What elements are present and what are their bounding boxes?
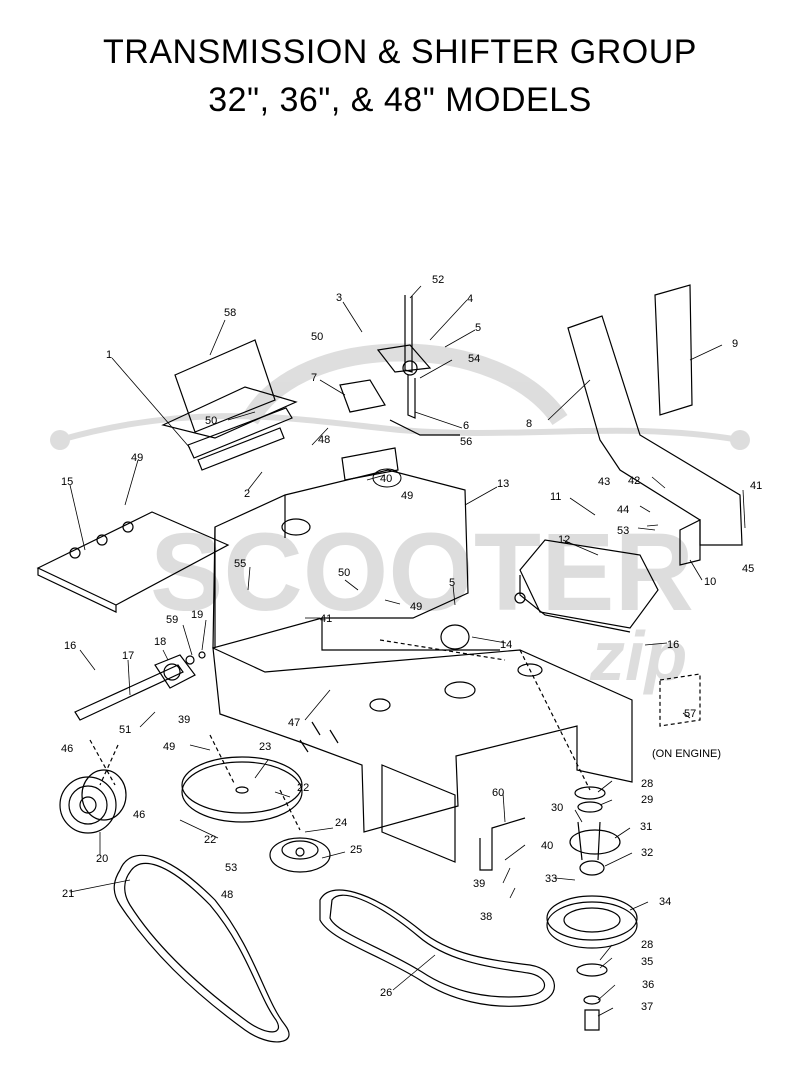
callout-45: 45 — [742, 563, 754, 575]
callout-8: 8 — [526, 418, 532, 430]
callout-2: 2 — [244, 488, 250, 500]
callout-23: 23 — [259, 741, 271, 753]
callout-52: 52 — [432, 274, 444, 286]
callout-49c: 49 — [410, 601, 422, 613]
callout-34: 34 — [659, 896, 671, 908]
callout-48a: 48 — [318, 434, 330, 446]
callout-6: 6 — [463, 420, 469, 432]
callout-26: 26 — [380, 987, 392, 999]
callout-38: 38 — [480, 911, 492, 923]
callout-36: 36 — [642, 979, 654, 991]
callout-labels: 1 2 3 4 5 52 54 6 56 7 50 48 58 50 8 9 4… — [61, 274, 762, 1013]
callout-7: 7 — [311, 372, 317, 384]
callout-56: 56 — [460, 436, 472, 448]
callout-49d: 49 — [163, 741, 175, 753]
watermark-subtext: zip — [589, 617, 687, 695]
callout-44: 44 — [617, 504, 629, 516]
callout-28a: 28 — [641, 778, 653, 790]
callout-49a: 49 — [131, 452, 143, 464]
callout-41b: 41 — [320, 613, 332, 625]
callout-24: 24 — [335, 817, 347, 829]
callout-32: 32 — [641, 847, 653, 859]
callout-9: 9 — [732, 338, 738, 350]
callout-46a: 46 — [61, 743, 73, 755]
callout-53a: 53 — [617, 525, 629, 537]
callout-21: 21 — [62, 888, 74, 900]
callout-16b: 16 — [64, 640, 76, 652]
callout-14: 14 — [500, 639, 512, 651]
callout-58: 58 — [224, 307, 236, 319]
callout-33: 33 — [545, 873, 557, 885]
callout-17: 17 — [122, 650, 134, 662]
callout-40b: 40 — [541, 840, 553, 852]
callout-43: 43 — [598, 476, 610, 488]
callout-39a: 39 — [178, 714, 190, 726]
callout-54: 54 — [468, 353, 480, 365]
callout-53b: 53 — [225, 862, 237, 874]
callout-31: 31 — [640, 821, 652, 833]
diagram-title-line-1: TRANSMISSION & SHIFTER GROUP — [103, 33, 697, 71]
watermark-text: SCOOTER — [150, 511, 694, 634]
leader-lines — [69, 285, 746, 1017]
callout-22b: 22 — [204, 834, 216, 846]
callout-5b: 5 — [449, 577, 455, 589]
callout-11: 11 — [550, 491, 561, 503]
diagram-title-line-2: 32", 36", & 48" MODELS — [208, 81, 592, 119]
callout-46b: 46 — [133, 809, 145, 821]
callout-20: 20 — [96, 853, 108, 865]
callout-40a: 40 — [380, 473, 392, 485]
callout-50a: 50 — [311, 331, 323, 343]
callout-3: 3 — [336, 292, 342, 304]
callout-19: 19 — [191, 609, 203, 621]
callout-15: 15 — [61, 476, 73, 488]
callout-1: 1 — [106, 349, 112, 361]
callout-50c: 50 — [338, 567, 350, 579]
callout-30: 30 — [551, 802, 563, 814]
callout-25: 25 — [350, 844, 362, 856]
callout-28b: 28 — [641, 939, 653, 951]
callout-57: 57 — [684, 708, 696, 720]
callout-60: 60 — [492, 787, 504, 799]
callout-37: 37 — [641, 1001, 653, 1013]
line-art — [36, 284, 743, 1043]
callout-16a: 16 — [667, 639, 679, 651]
callout-35: 35 — [641, 956, 653, 968]
callout-50b: 50 — [205, 415, 217, 427]
callout-40-circle — [372, 468, 402, 488]
callout-55: 55 — [234, 558, 246, 570]
callout-48b: 48 — [221, 889, 233, 901]
callout-51: 51 — [119, 724, 131, 736]
callout-5: 5 — [475, 322, 481, 334]
callout-29: 29 — [641, 794, 653, 806]
callout-12: 12 — [558, 534, 570, 546]
callout-22a: 22 — [297, 782, 309, 794]
callout-18: 18 — [154, 636, 166, 648]
note-on-engine: (ON ENGINE) — [652, 748, 721, 760]
callout-4: 4 — [467, 293, 473, 305]
callout-47: 47 — [288, 717, 300, 729]
callout-41a: 41 — [750, 480, 762, 492]
callout-49b: 49 — [401, 490, 413, 502]
callout-13: 13 — [497, 478, 509, 490]
callout-10: 10 — [704, 576, 716, 588]
callout-42: 42 — [628, 475, 640, 487]
callout-59: 59 — [166, 614, 178, 626]
callout-39b: 39 — [473, 878, 485, 890]
